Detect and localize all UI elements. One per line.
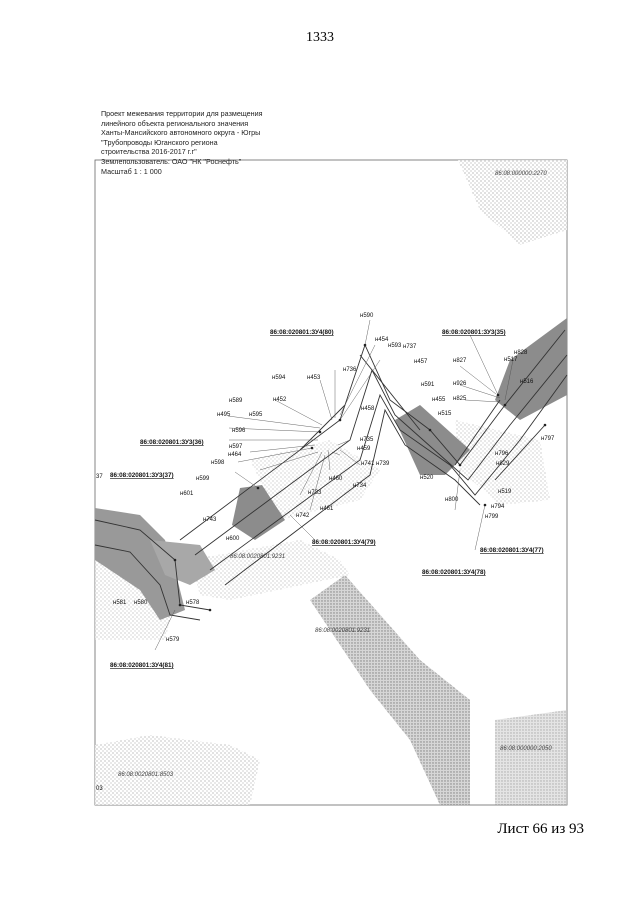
zone-left-inner bbox=[150, 540, 215, 585]
point-label: н464 bbox=[228, 452, 242, 458]
point-label: н590 bbox=[360, 313, 374, 319]
cadastral-label: 86:08:0020801:8503 bbox=[118, 772, 174, 778]
point-label: н593 bbox=[388, 343, 402, 349]
point-label: н454 bbox=[375, 337, 389, 343]
point-label: н736 bbox=[343, 367, 357, 373]
point-label: н597 bbox=[229, 444, 243, 450]
cadastral-label: 86:08:0020801:9231 bbox=[315, 628, 370, 634]
point-label: н591 bbox=[421, 382, 435, 388]
legend-line: "Трубопроводы Юганского региона bbox=[101, 137, 218, 147]
cadastral-label: 86:08:000000:2270 bbox=[495, 171, 547, 177]
point-label: н519 bbox=[498, 489, 512, 495]
parcel-lower-left bbox=[95, 560, 175, 640]
zu-label: 86:08:020801:ЗУ4(81) bbox=[110, 662, 174, 669]
point-label: н926 bbox=[453, 381, 467, 387]
legend-line: линейного объекта регионального значения bbox=[101, 118, 249, 128]
zu-label: 86:08:020801:ЗУ4(80) bbox=[270, 329, 334, 336]
point-label: н742 bbox=[296, 513, 310, 519]
edge-label: 03 bbox=[96, 786, 103, 792]
point-label: н589 bbox=[229, 398, 243, 404]
point-label: н733 bbox=[308, 490, 322, 496]
parcel-bottom-right bbox=[495, 710, 567, 805]
page-number: 1333 bbox=[306, 30, 334, 45]
zu-label: 86:08:020801:ЗУ3(36) bbox=[140, 439, 204, 446]
point-label: н743 bbox=[203, 517, 217, 523]
point-label: н594 bbox=[272, 375, 286, 381]
legend-line: Ханты-Мансийского автономного округа - Ю… bbox=[101, 128, 261, 138]
zu-label: 86:08:020801:ЗУ3(37) bbox=[110, 472, 174, 479]
point-label: н596 bbox=[232, 428, 246, 434]
point-label: н794 bbox=[491, 504, 505, 510]
point-label: н460 bbox=[329, 476, 343, 482]
zu-label: 86:08:020801:ЗУ4(77) bbox=[480, 547, 544, 554]
point-label: н459 bbox=[357, 446, 371, 452]
point-label: н825 bbox=[453, 396, 467, 402]
legend-line: строительства 2016-2017 г.г" bbox=[101, 147, 197, 157]
point-label: н495 bbox=[217, 412, 231, 418]
parcel-diagonal-center bbox=[310, 575, 470, 805]
leader-lines bbox=[154, 319, 514, 651]
point-label: н461 bbox=[320, 506, 334, 512]
point-label: н737 bbox=[403, 344, 417, 350]
zu-label: 86:08:020801:ЗУ3(35) bbox=[442, 329, 506, 336]
point-label: н520 bbox=[420, 475, 434, 481]
point-label: н796 bbox=[495, 451, 509, 457]
point-label: н828 bbox=[514, 350, 528, 356]
point-label: н517 bbox=[504, 357, 518, 363]
zone-center bbox=[232, 485, 285, 540]
point-label: н458 bbox=[361, 406, 375, 412]
legend-line: Масштаб 1 : 1 000 bbox=[101, 166, 162, 176]
parcel-top-right bbox=[458, 160, 567, 245]
legend-line: Землепользователь: ОАО "НК "Роснефть" bbox=[101, 156, 242, 166]
point-label: н595 bbox=[249, 412, 263, 418]
point-label: н452 bbox=[273, 397, 287, 403]
cadastral-parcels bbox=[95, 160, 567, 805]
point-label: н580 bbox=[134, 600, 148, 606]
cadastral-label: 86:08:0020801:9231 bbox=[230, 554, 285, 560]
point-label: н734 bbox=[353, 483, 367, 489]
sheet-footer: Лист 66 из 93 bbox=[497, 821, 584, 837]
point-label: н797 bbox=[541, 436, 555, 442]
point-label: н735 bbox=[360, 437, 374, 443]
point-label: н578 bbox=[186, 600, 200, 606]
parcel-center-dots bbox=[250, 440, 380, 520]
map-legend: Проект межевания территории для размещен… bbox=[101, 109, 263, 176]
point-label: н741 bbox=[361, 461, 375, 467]
map-frame bbox=[94, 159, 568, 806]
point-label: н579 bbox=[166, 637, 180, 643]
point-label: н581 bbox=[113, 600, 127, 606]
point-label: н516 bbox=[520, 379, 534, 385]
point-label: н799 bbox=[485, 514, 499, 520]
vertex-markers bbox=[173, 343, 547, 612]
cadastral-label: 86:08:000000:2050 bbox=[500, 746, 552, 752]
point-label: н739 bbox=[376, 461, 390, 467]
zu-label: 86:08:020801:ЗУ4(78) bbox=[422, 569, 486, 576]
point-label: н601 bbox=[180, 491, 194, 497]
point-label: н455 bbox=[432, 397, 446, 403]
point-label: н453 bbox=[307, 375, 321, 381]
point-label: н827 bbox=[453, 358, 467, 364]
point-label: н800 bbox=[445, 497, 459, 503]
point-label: н829 bbox=[496, 461, 510, 467]
legend-line: Проект межевания территории для размещен… bbox=[101, 109, 263, 118]
point-label: н598 bbox=[211, 460, 225, 466]
point-label: н600 bbox=[226, 536, 240, 542]
point-label: н599 bbox=[196, 476, 210, 482]
point-label: н457 bbox=[414, 359, 428, 365]
parcel-right-dots bbox=[455, 420, 550, 505]
zu-label: 86:08:020801:ЗУ4(79) bbox=[312, 539, 376, 546]
point-label: н515 bbox=[438, 411, 452, 417]
edge-label: 37 bbox=[96, 474, 103, 480]
parcel-bottom-left bbox=[95, 735, 260, 805]
